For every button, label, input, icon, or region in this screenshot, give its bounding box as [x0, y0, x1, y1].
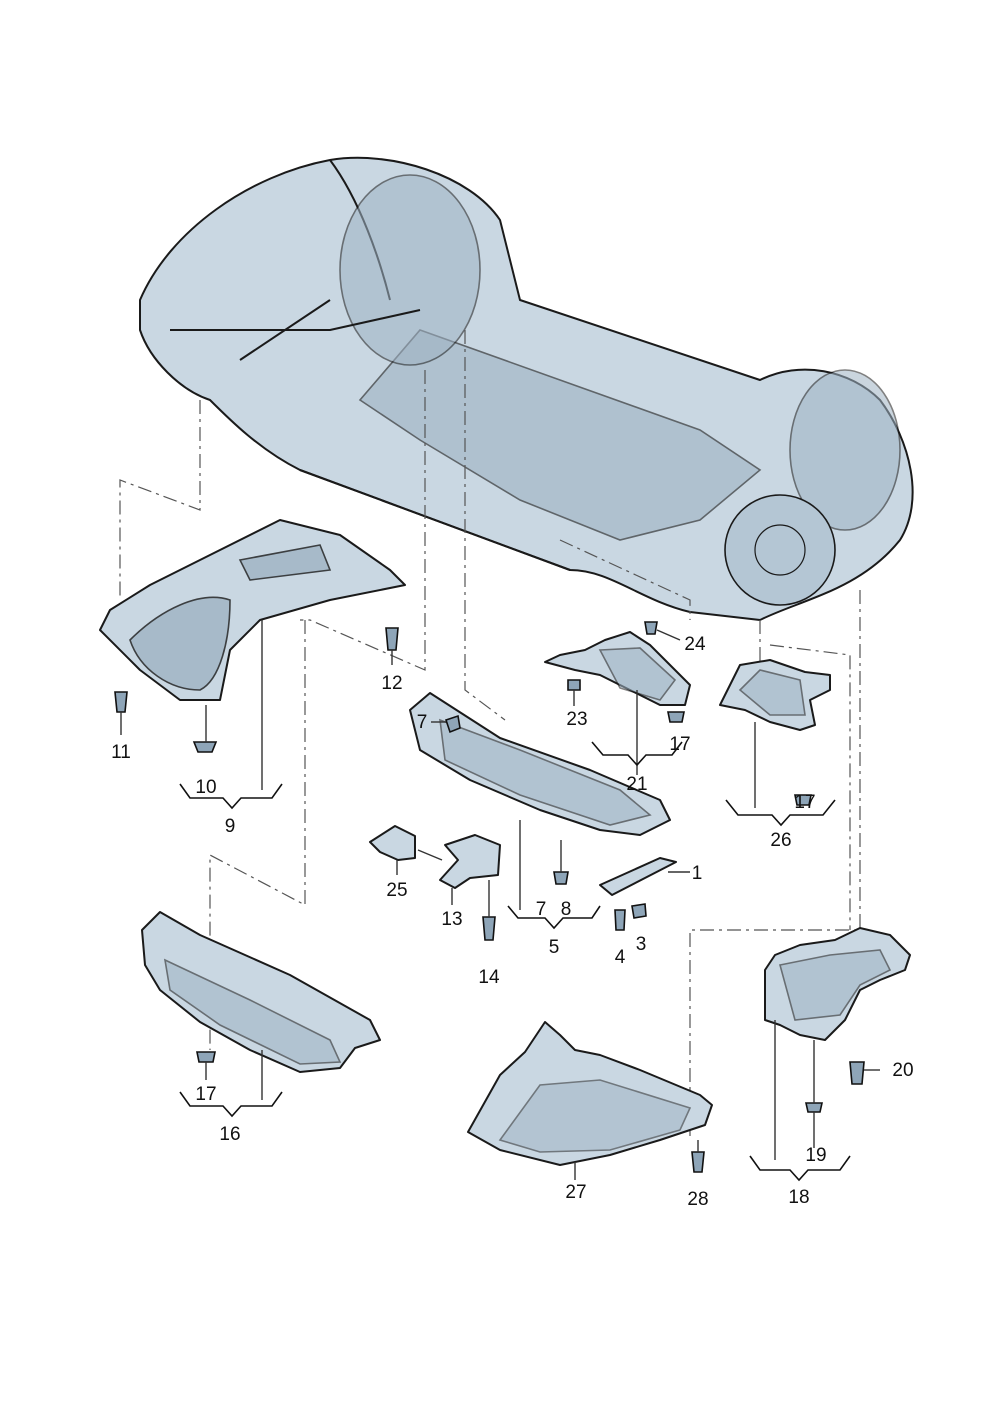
callout-26: 26	[770, 830, 791, 851]
callout-10: 10	[195, 777, 216, 798]
grommet-17-b	[667, 711, 685, 723]
callout-12: 12	[381, 673, 402, 694]
part-27-rear-tray	[467, 1021, 713, 1166]
callout-13: 13	[441, 909, 462, 930]
part-1-strip	[599, 857, 677, 896]
callout-5: 5	[549, 937, 560, 958]
screw-14	[482, 916, 496, 941]
callout-16: 16	[219, 1124, 240, 1145]
callout-14: 14	[478, 967, 500, 988]
callout-7a: 7	[417, 712, 428, 733]
callout-24: 24	[684, 634, 706, 655]
callout-9: 9	[225, 816, 236, 837]
screw-11	[114, 691, 128, 713]
screw-28	[691, 1151, 705, 1173]
group-brackets	[179, 741, 851, 1182]
clip-24	[644, 621, 658, 635]
callout-21: 21	[626, 774, 647, 795]
screw-4	[614, 909, 626, 931]
nut-8	[553, 871, 569, 885]
callout-23: 23	[566, 709, 587, 730]
part-9-engine-shield	[99, 519, 406, 701]
callout-3: 3	[636, 934, 647, 955]
part-18-heat-shield	[764, 927, 911, 1041]
part-26-heat-shield	[719, 659, 831, 731]
callout-8: 8	[561, 899, 572, 920]
callout-7b: 7	[536, 899, 547, 920]
grommet-17-c	[794, 794, 812, 806]
part-13-bracket	[439, 834, 501, 889]
grommet-19	[805, 1102, 823, 1113]
callout-28: 28	[687, 1189, 708, 1210]
callout-labels: 1 3 4 5 7 7 8 9 10 11 12 13 14 16 17 17 …	[111, 634, 913, 1210]
part-16-side-shield	[141, 911, 381, 1073]
callout-1: 1	[692, 863, 703, 884]
callout-17b: 17	[669, 734, 690, 755]
grommet-17	[196, 1051, 216, 1063]
callout-18: 18	[788, 1187, 809, 1208]
callout-17c: 17	[794, 792, 815, 813]
nut-23	[567, 679, 581, 691]
callout-27: 27	[565, 1182, 586, 1203]
callout-17a: 17	[195, 1084, 216, 1105]
part-5-center-panel	[409, 692, 671, 836]
screw-12	[385, 627, 399, 651]
part-21-heat-shield	[544, 631, 691, 706]
callout-20: 20	[892, 1060, 913, 1081]
callout-11: 11	[111, 742, 131, 763]
screw-20	[849, 1061, 865, 1085]
callout-4: 4	[615, 947, 626, 968]
part-25-cap	[369, 825, 416, 861]
clip-3	[631, 903, 647, 919]
nut-7	[444, 714, 461, 734]
vehicle-underbody	[139, 156, 914, 621]
callout-25: 25	[386, 880, 407, 901]
callout-19: 19	[805, 1145, 826, 1166]
clip-10	[192, 741, 218, 753]
